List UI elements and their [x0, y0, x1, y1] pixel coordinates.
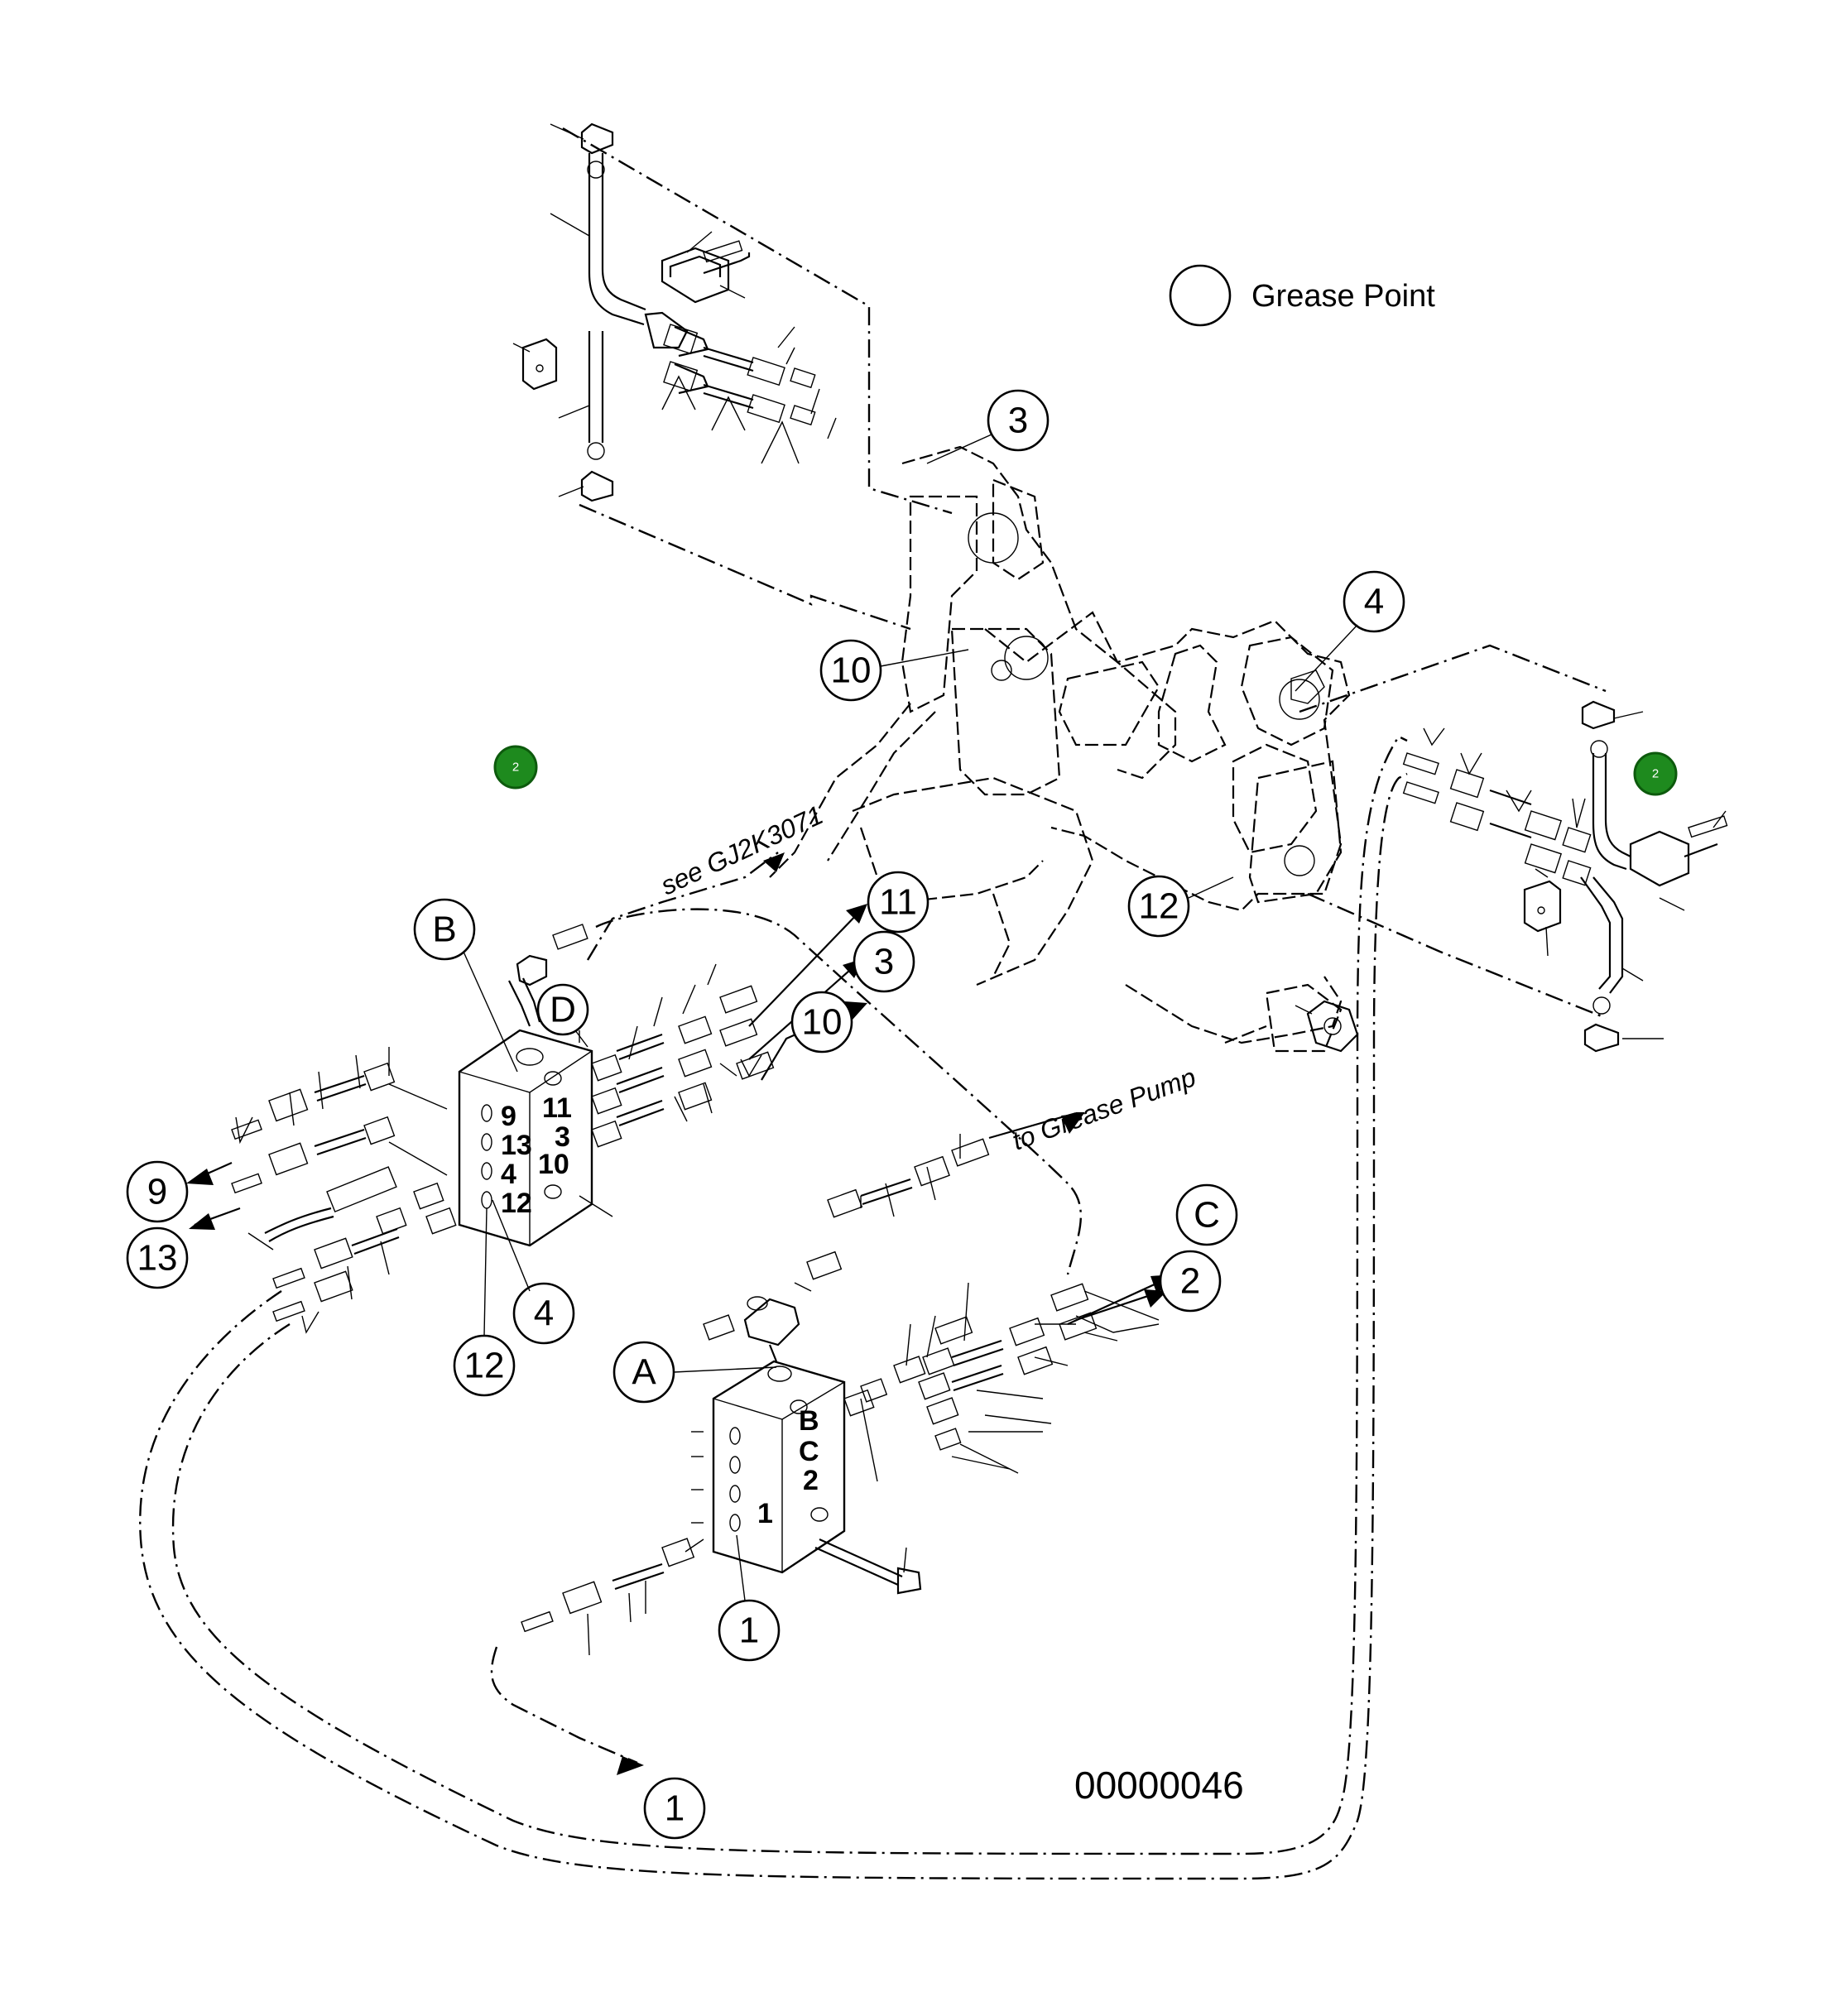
legend-grease-point-symbol [1169, 264, 1232, 327]
svg-text:2: 2 [1652, 767, 1659, 781]
svg-text:C: C [1194, 1195, 1220, 1236]
callout-3-top: 3 [926, 389, 1050, 464]
callout-A: A [612, 1341, 777, 1404]
svg-text:A: A [632, 1352, 656, 1393]
top-left-pipe-assembly [512, 122, 837, 502]
callout-9: 9 [126, 1160, 189, 1223]
upper-distribution-block: 9 13 4 12 11 3 10 [458, 924, 593, 1247]
block-upper-left-port-3: 4 [501, 1159, 516, 1190]
svg-text:12: 12 [464, 1346, 505, 1386]
callout-B: B [413, 898, 518, 1073]
callout-12-frame: 12 [1127, 875, 1234, 938]
block-lower-port-1: 1 [757, 1498, 773, 1529]
callout-13: 13 [126, 1226, 189, 1289]
block-lower-port-2: 2 [803, 1465, 819, 1496]
lower-distribution-block: B C 2 1 [521, 1111, 1160, 1656]
callout-C: C [1175, 1183, 1238, 1246]
svg-text:1: 1 [739, 1610, 759, 1651]
block-upper-right-port-2: 3 [555, 1121, 570, 1153]
callout-10-arrow: 10 [790, 991, 853, 1054]
block-upper-left-port-1: 9 [501, 1101, 516, 1132]
callout-1-block: 1 [718, 1534, 781, 1662]
callout-4-top: 4 [1295, 570, 1405, 692]
hose-routing [139, 127, 1607, 1880]
callout-2-arrow: 2 [1159, 1250, 1222, 1313]
legend: Grease Point [1169, 264, 1435, 327]
callout-3-arrow: 3 [853, 930, 915, 993]
callouts: 3 4 10 12 B D 11 3 10 9 13 4 12 C 2 A 1 … [126, 389, 1405, 1840]
block-upper-left-port-2: 13 [501, 1130, 532, 1161]
callout-11-arrow: 11 [867, 871, 930, 934]
svg-text:12: 12 [1139, 886, 1179, 927]
svg-text:B: B [432, 910, 456, 950]
hose-bracket [1295, 1000, 1359, 1053]
svg-text:D: D [550, 990, 576, 1030]
svg-text:11: 11 [879, 882, 917, 923]
callout-1-arrow: 1 [643, 1777, 706, 1840]
callout-10-frame: 10 [819, 639, 969, 702]
callout-D: D [536, 983, 589, 1048]
upper-block-right-fittings [579, 963, 775, 1148]
grease-point-marker-left[interactable]: 2 [493, 745, 538, 790]
block-upper-right-port-1: 11 [542, 1092, 572, 1124]
svg-text:3: 3 [874, 942, 894, 982]
upper-block-left-fittings [231, 1047, 613, 1334]
svg-text:2: 2 [512, 761, 519, 775]
svg-text:2: 2 [1180, 1261, 1200, 1302]
flow-arrows [186, 852, 1174, 1775]
to-grease-pump-note: to Grease Pump [1008, 1062, 1199, 1156]
svg-text:1: 1 [665, 1788, 685, 1829]
block-upper-left-port-4: 12 [501, 1188, 532, 1219]
see-reference-note: see GJ2K3071 [656, 799, 828, 900]
svg-text:4: 4 [1364, 582, 1384, 622]
svg-text:13: 13 [137, 1238, 178, 1279]
right-pipe-assembly [1402, 700, 1728, 1053]
svg-text:4: 4 [534, 1294, 554, 1334]
grease-point-marker-right[interactable]: 2 [1633, 751, 1678, 796]
svg-text:10: 10 [831, 650, 872, 691]
drawing-number: 00000046 [1074, 1764, 1244, 1807]
svg-text:3: 3 [1008, 401, 1028, 441]
legend-label: Grease Point [1251, 279, 1435, 314]
block-lower-port-C: C [799, 1436, 819, 1467]
frame-structure [769, 445, 1351, 1053]
svg-text:9: 9 [147, 1172, 167, 1212]
callout-4-lower: 4 [492, 1199, 575, 1345]
block-lower-port-B: B [799, 1405, 819, 1437]
svg-text:10: 10 [802, 1002, 843, 1043]
callout-12-lower: 12 [453, 1207, 516, 1397]
block-upper-right-port-3: 10 [538, 1149, 569, 1180]
